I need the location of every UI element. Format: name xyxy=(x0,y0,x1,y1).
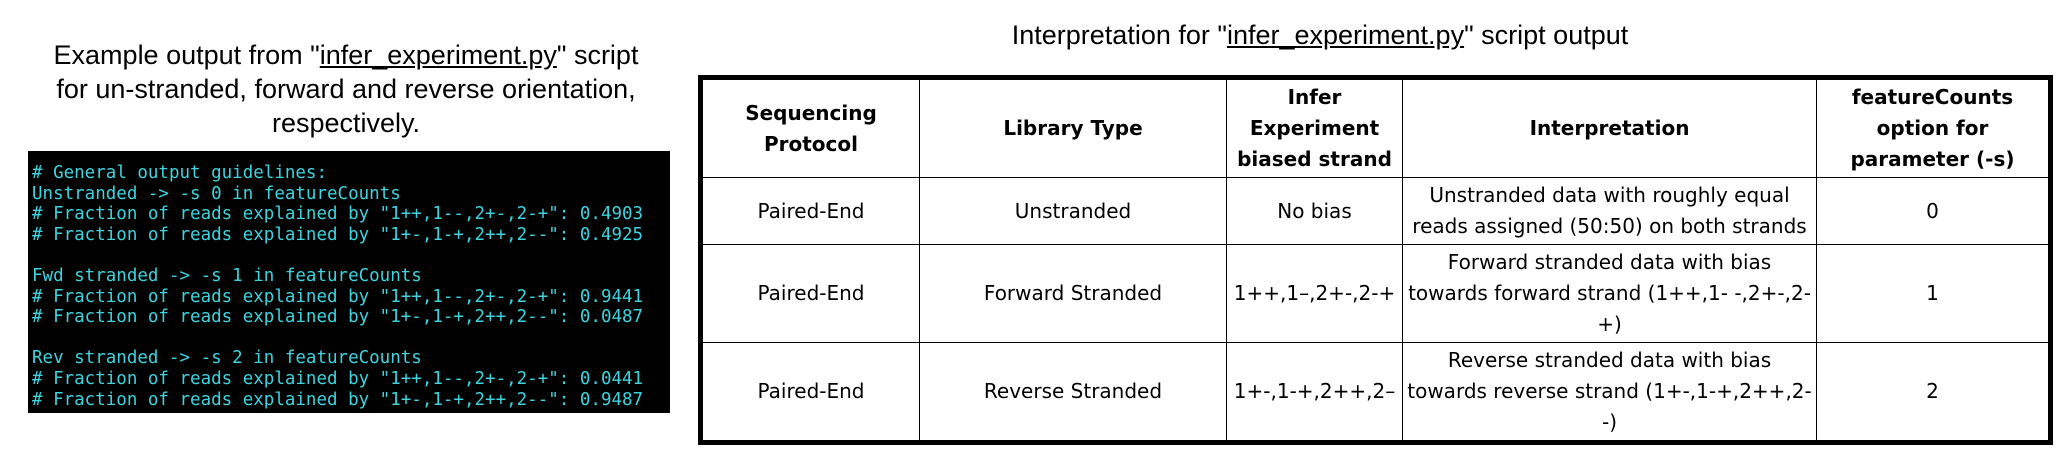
cell-s-option: 0 xyxy=(1816,177,2051,245)
cell-protocol: Paired-End xyxy=(700,244,920,343)
cell-interpretation: Reverse stranded data with bias towards … xyxy=(1402,342,1817,443)
caption-line-2: for un-stranded, forward and reverse ori… xyxy=(56,74,636,104)
terminal-line: # Fraction of reads explained by "1++,1-… xyxy=(32,286,644,307)
table-row: Paired-End Forward Stranded 1++,1–,2+-,2… xyxy=(700,244,2051,343)
caption-line-3: respectively. xyxy=(271,108,421,138)
header-sequencing-protocol: Sequencing Protocol xyxy=(700,77,920,178)
cell-library-type: Forward Stranded xyxy=(919,244,1227,343)
terminal-line: Unstranded -> -s 0 in featureCounts xyxy=(32,183,401,204)
cell-interpretation: Unstranded data with roughly equal reads… xyxy=(1402,177,1817,245)
terminal-line: # Fraction of reads explained by "1++,1-… xyxy=(32,204,644,225)
cell-interpretation: Forward stranded data with bias towards … xyxy=(1402,244,1817,343)
header-featurecounts-option: featureCounts option for parameter (-s) xyxy=(1816,77,2051,178)
terminal-line: # General output guidelines: xyxy=(32,163,328,183)
cell-protocol: Paired-End xyxy=(700,342,920,443)
cell-biased-strand: 1++,1–,2+-,2-+ xyxy=(1226,244,1403,343)
cell-library-type: Reverse Stranded xyxy=(919,342,1227,443)
terminal-line xyxy=(32,328,670,349)
terminal-line: # Fraction of reads explained by "1+-,1-… xyxy=(32,224,644,245)
cell-protocol: Paired-End xyxy=(700,177,920,245)
left-caption: Example output from "infer_experiment.py… xyxy=(20,38,672,140)
cell-biased-strand: 1+-,1-+,2++,2– xyxy=(1226,342,1403,443)
cell-library-type: Unstranded xyxy=(919,177,1227,245)
interpretation-table: Sequencing Protocol Library Type Infer E… xyxy=(698,75,2053,445)
header-biased-strand: Infer Experiment biased strand xyxy=(1226,77,1403,178)
table-title: Interpretation for "infer_experiment.py"… xyxy=(1011,20,1629,50)
script-name: infer_experiment.py xyxy=(1226,20,1465,50)
terminal-line: # Fraction of reads explained by "1+-,1-… xyxy=(32,389,644,410)
terminal-line: Fwd stranded -> -s 1 in featureCounts xyxy=(32,265,422,286)
cell-s-option: 2 xyxy=(1816,342,2051,443)
caption-line-1: Example output from "infer_experiment.py… xyxy=(53,40,639,70)
terminal-output: # General output guidelines: Unstranded … xyxy=(28,151,670,413)
script-name: infer_experiment.py xyxy=(319,40,557,70)
terminal-line xyxy=(32,245,670,266)
table-header-row: Sequencing Protocol Library Type Infer E… xyxy=(700,77,2051,178)
cell-s-option: 1 xyxy=(1816,244,2051,343)
header-interpretation: Interpretation xyxy=(1402,77,1817,178)
header-library-type: Library Type xyxy=(919,77,1227,178)
terminal-line: # Fraction of reads explained by "1+-,1-… xyxy=(32,307,644,328)
table-row: Paired-End Reverse Stranded 1+-,1-+,2++,… xyxy=(700,342,2051,443)
table-row: Paired-End Unstranded No bias Unstranded… xyxy=(700,177,2051,245)
terminal-line: Rev stranded -> -s 2 in featureCounts xyxy=(32,348,422,369)
cell-biased-strand: No bias xyxy=(1226,177,1403,245)
terminal-line: # Fraction of reads explained by "1++,1-… xyxy=(32,368,644,389)
